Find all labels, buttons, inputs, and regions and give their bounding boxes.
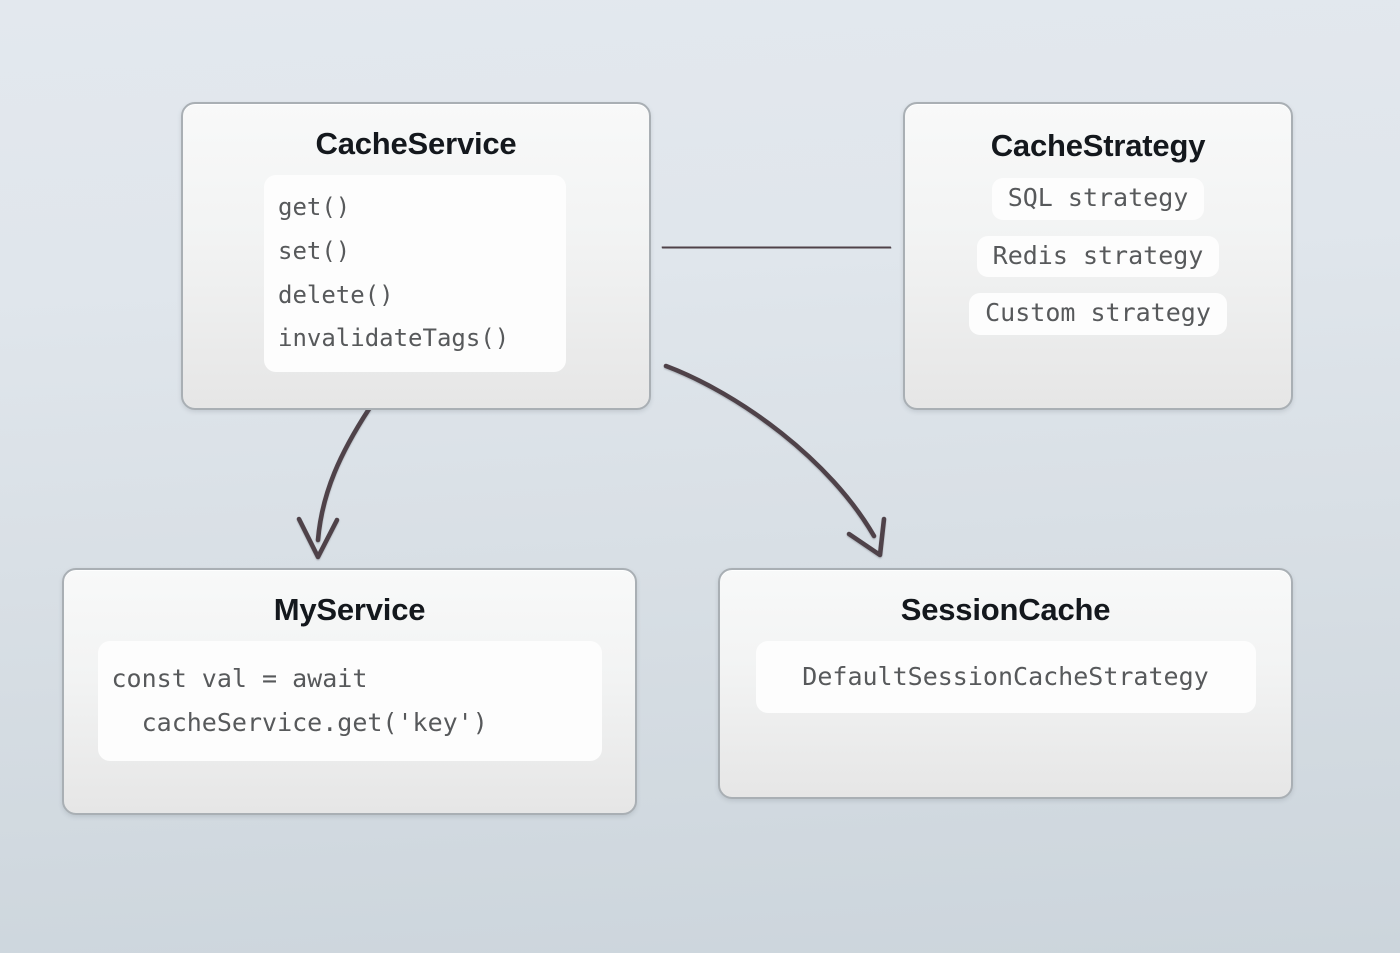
node-cache-service[interactable]: CacheService get() set() delete() invali… (181, 102, 651, 410)
strategy-chip[interactable]: Custom strategy (969, 293, 1227, 335)
node-cache-strategy[interactable]: CacheStrategy SQL strategy Redis strateg… (903, 102, 1293, 410)
method-line: invalidateTags() (278, 324, 510, 353)
code-line: DefaultSessionCacheStrategy (802, 662, 1209, 691)
strategy-chip[interactable]: SQL strategy (991, 178, 1205, 220)
node-cache-service-title: CacheService (315, 126, 517, 161)
method-line: get() (278, 193, 351, 222)
node-cache-service-methods-panel: get() set() delete() invalidateTags() (264, 175, 566, 372)
node-session-cache-title: SessionCache (900, 592, 1111, 627)
node-session-cache[interactable]: SessionCache DefaultSessionCacheStrategy (718, 568, 1293, 799)
code-line: const val = await (111, 664, 368, 694)
code-line: cacheService.get('key') (111, 708, 488, 737)
method-line: delete() (278, 280, 394, 309)
edge-cache-service-to-cache-strategy (661, 244, 892, 251)
edge-cache-service-to-my-service (296, 406, 372, 560)
node-cache-strategy-chip-list: SQL strategy Redis strategy Custom strat… (969, 178, 1227, 335)
method-line: set() (278, 236, 351, 265)
strategy-chip[interactable]: Redis strategy (976, 235, 1220, 277)
node-my-service-title: MyService (273, 592, 426, 627)
node-my-service[interactable]: MyService const val = await cacheService… (62, 568, 637, 815)
node-cache-strategy-title: CacheStrategy (990, 128, 1206, 163)
node-session-cache-code-panel: DefaultSessionCacheStrategy (755, 641, 1256, 713)
edge-cache-service-to-session-cache (663, 363, 887, 558)
node-my-service-code-panel: const val = await cacheService.get('key'… (97, 641, 602, 761)
